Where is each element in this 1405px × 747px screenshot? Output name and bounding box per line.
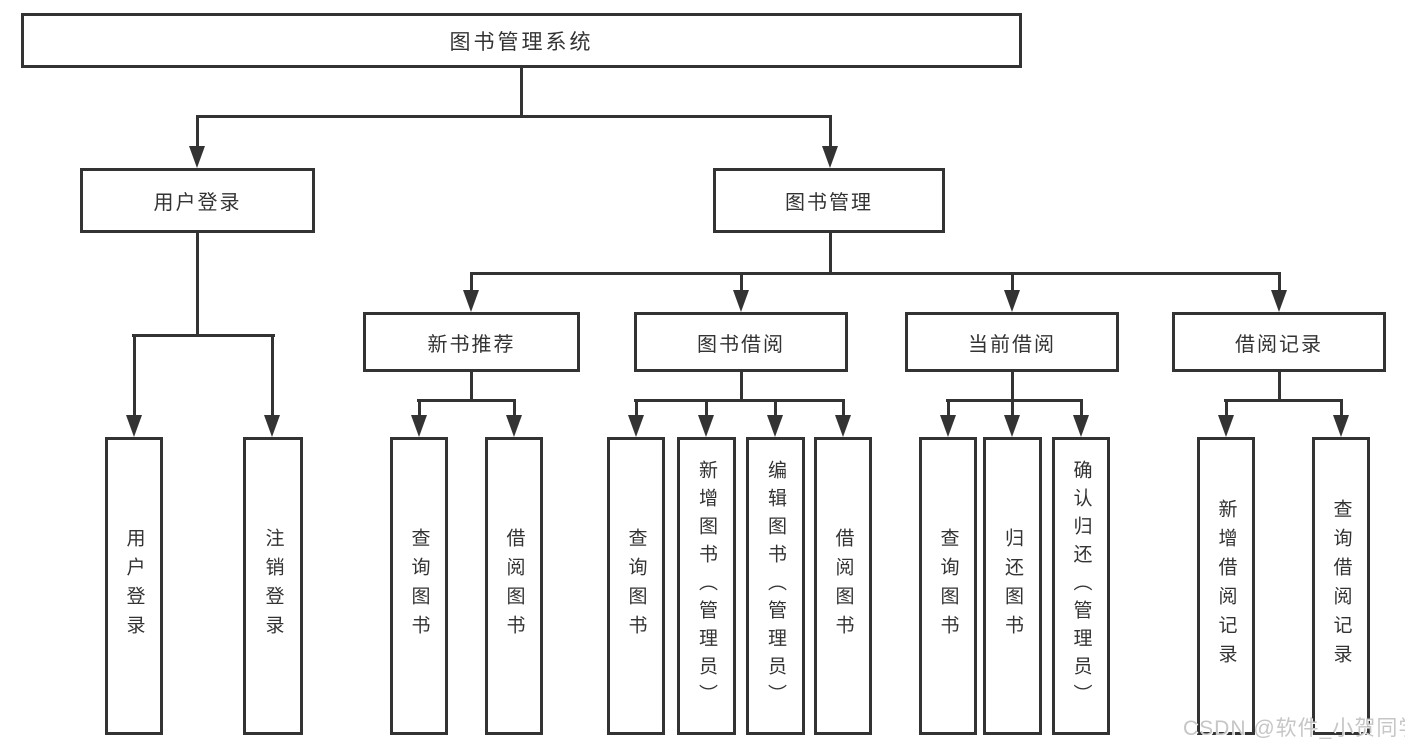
node-label: 用户登录: [153, 192, 242, 214]
connector-leaf-12: [1225, 399, 1228, 417]
leaf-label: 确认归还（管理员）: [1070, 460, 1092, 712]
connector-current-down: [1011, 372, 1014, 402]
connector-borrow-down: [740, 372, 743, 402]
leaf-borrow-query-books: 查询图书: [607, 437, 665, 735]
arrow-to-current-borrow: [1004, 290, 1020, 312]
connector-records-bar: [1224, 399, 1343, 402]
node-user-login: 用户登录: [80, 168, 315, 233]
connector-book-management-down: [829, 233, 832, 275]
leaf-label: 编辑图书（管理员）: [765, 460, 786, 712]
arrow-leaf-4: [506, 415, 522, 437]
arrow-leaf-8: [835, 415, 851, 437]
leaf-label: 归还图书: [1002, 528, 1023, 644]
arrow-leaf-13: [1333, 415, 1349, 437]
connector-to-book-management: [829, 115, 832, 148]
node-book-management: 图书管理: [713, 168, 945, 233]
leaf-add-books-admin: 新增图书（管理员）: [677, 437, 736, 735]
leaf-label: 查询图书: [408, 528, 430, 644]
connector-to-leaf-logout: [271, 334, 274, 417]
connector-level3-bar: [470, 272, 1281, 275]
leaf-label: 借阅图书: [832, 528, 854, 644]
connector-leaf-7: [774, 399, 777, 417]
connector-records-down: [1278, 372, 1281, 402]
leaf-label: 查询图书: [625, 528, 647, 644]
leaf-edit-books-admin: 编辑图书（管理员）: [746, 437, 805, 735]
connector-leaf-10: [1011, 399, 1014, 417]
connector-recommend-bar: [417, 399, 516, 402]
csdn-watermark: CSDN @软件_小贺同学: [1183, 717, 1405, 740]
leaf-recommend-borrow-books: 借阅图书: [485, 437, 543, 735]
leaf-label: 借阅图书: [503, 528, 525, 644]
connector-to-current-borrow: [1011, 272, 1014, 292]
connector-to-borrow-records: [1278, 272, 1281, 292]
leaf-confirm-return-admin: 确认归还（管理员）: [1052, 437, 1110, 735]
leaf-user-login: 用户登录: [105, 437, 163, 735]
leaf-label: 注销登录: [262, 528, 284, 644]
connector-to-leaf-user-login: [133, 334, 136, 417]
connector-to-user-login: [196, 115, 199, 148]
connector-leaf-11: [1080, 399, 1083, 417]
node-label: 新书推荐: [427, 333, 516, 356]
node-label: 图书借阅: [697, 333, 785, 356]
connector-to-new-book-recommend: [470, 272, 473, 292]
node-label: 图书管理系统: [449, 30, 594, 54]
leaf-logout: 注销登录: [243, 437, 303, 735]
leaf-label: 查询借阅记录: [1330, 499, 1352, 673]
connector-leaf-3: [418, 399, 421, 417]
connector-user-login-down: [196, 233, 199, 337]
connector-to-book-borrow: [740, 272, 743, 292]
arrow-to-leaf-logout: [264, 415, 280, 437]
node-current-borrow: 当前借阅: [905, 312, 1119, 372]
leaf-current-query-books: 查询图书: [919, 437, 977, 735]
arrow-leaf-5: [628, 415, 644, 437]
arrow-to-borrow-records: [1271, 290, 1287, 312]
connector-leaf-8: [842, 399, 845, 417]
leaf-label: 新增图书（管理员）: [696, 460, 717, 712]
node-label: 借阅记录: [1235, 333, 1323, 356]
node-label: 当前借阅: [968, 333, 1056, 356]
leaf-label: 新增借阅记录: [1215, 499, 1237, 673]
connector-leaf-13: [1340, 399, 1343, 417]
arrow-leaf-10: [1004, 415, 1020, 437]
arrow-to-book-borrow: [733, 290, 749, 312]
node-label: 图书管理: [785, 192, 873, 214]
leaf-borrow-borrow-books: 借阅图书: [814, 437, 872, 735]
connector-borrow-bar: [634, 399, 845, 402]
node-library-management-system: 图书管理系统: [21, 13, 1022, 68]
connector-current-bar: [946, 399, 1083, 402]
leaf-return-books: 归还图书: [983, 437, 1042, 735]
connector-leaf-9: [947, 399, 950, 417]
connector-recommend-down: [470, 372, 473, 402]
connector-leaf-6: [705, 399, 708, 417]
arrow-to-new-book-recommend: [463, 290, 479, 312]
leaf-label: 用户登录: [123, 528, 145, 644]
node-book-borrow: 图书借阅: [634, 312, 848, 372]
leaf-label: 查询图书: [937, 528, 959, 644]
arrow-to-leaf-user-login: [126, 415, 142, 437]
connector-user-login-bar: [132, 334, 275, 337]
arrow-leaf-6: [698, 415, 714, 437]
connector-leaf-4: [513, 399, 516, 417]
connector-leaf-5: [635, 399, 638, 417]
node-new-book-recommend: 新书推荐: [363, 312, 580, 372]
leaf-add-borrow-record: 新增借阅记录: [1197, 437, 1255, 735]
arrow-leaf-11: [1073, 415, 1089, 437]
arrow-leaf-3: [411, 415, 427, 437]
node-borrow-records: 借阅记录: [1172, 312, 1386, 372]
leaf-query-borrow-record: 查询借阅记录: [1312, 437, 1370, 735]
leaf-recommend-query-books: 查询图书: [390, 437, 448, 735]
connector-level2-bar: [196, 115, 832, 118]
arrow-leaf-9: [940, 415, 956, 437]
arrow-to-book-management: [822, 146, 838, 168]
arrow-leaf-12: [1218, 415, 1234, 437]
connector-root-down: [520, 68, 523, 118]
arrow-leaf-7: [767, 415, 783, 437]
arrow-to-user-login: [189, 146, 205, 168]
